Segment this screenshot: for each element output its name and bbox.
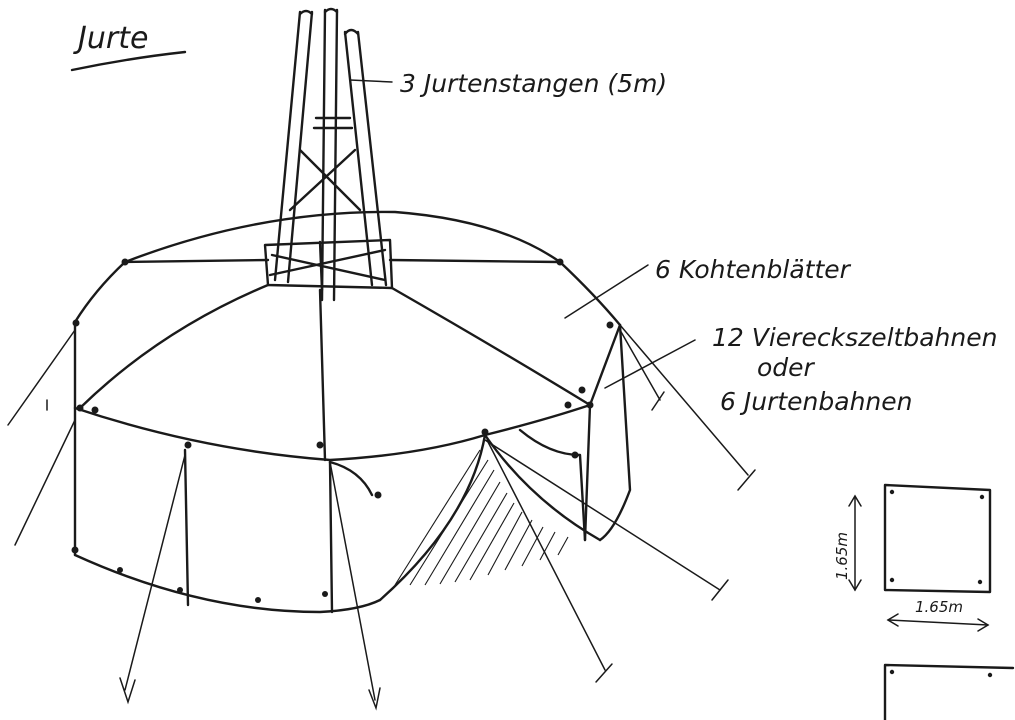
yurt-walls	[75, 322, 630, 612]
dimension-width: 1.65m	[915, 598, 963, 616]
label-wall-panels-line1: 12 Viereckszeltbahnen	[712, 323, 997, 352]
roof-top-edge	[125, 212, 620, 325]
dimension-height: 1.65m	[833, 532, 851, 580]
label-wall-panels-line3: 6 Jurtenbahnen	[720, 387, 912, 416]
tripod-poles	[275, 9, 386, 300]
roof-ring	[265, 240, 392, 290]
label-poles: 3 Jurtenstangen (5m)	[400, 69, 667, 98]
door-opening-hatch	[395, 450, 568, 585]
sketch-title: Jurte	[73, 21, 148, 56]
label-roof-panels: 6 Kohtenblätter	[655, 255, 852, 284]
guy-ropes	[8, 325, 755, 708]
roof-left-edge	[75, 262, 125, 322]
label-wall-panels-line2: oder	[757, 353, 816, 382]
leader-lines	[350, 80, 695, 388]
